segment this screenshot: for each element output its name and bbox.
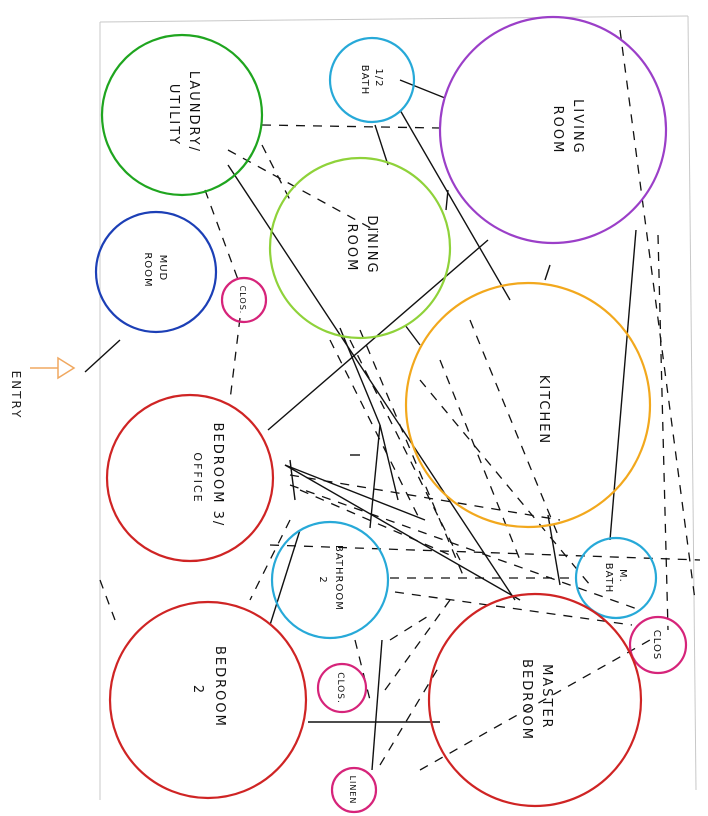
label-bedroom2: BEDROOM 2 [190,646,227,734]
room-bubble-laundry [100,33,264,197]
label-bathroom2-line2: 2 [317,576,328,583]
room-bubble-clos-mud [220,276,268,324]
label-living-line1: LIVING [570,99,585,155]
label-bedroom3-line2: OFFICE [191,452,204,503]
label-bedroom3-line1: BEDROOM 3/ [210,423,225,528]
label-bedroom2-line1: BEDROOM [212,646,227,728]
label-bedroom2-line2: 2 [190,685,205,695]
label-clos-bed2: CLOS. [335,672,345,704]
room-labels: LAUNDRY/ UTILITY 1/2 BATH LIVING ROOM DI… [142,65,662,805]
label-laundry-line1: LAUNDRY/ [186,71,201,153]
label-dining-line1: DINING [364,215,379,274]
room-bubble-bedroom3 [105,393,275,563]
label-half-bath: 1/2 BATH [359,65,384,96]
label-m-bath: M. BATH [603,563,628,594]
label-bathroom2: BATHROOM 2 [317,545,344,615]
label-master-line2: BEDROOM [519,659,534,741]
label-bedroom3: BEDROOM 3/ OFFICE [191,423,225,534]
room-bubble-clos-master [628,615,688,675]
room-bubble-bedroom2 [108,600,308,800]
label-mud: MUD ROOM [142,252,168,287]
room-bubbles [94,15,688,814]
room-bubble-kitchen [404,281,652,529]
label-mud-line2: ROOM [142,252,153,287]
room-bubble-dining [268,156,452,340]
entry-arrow-icon [30,356,76,380]
label-master: MASTER BEDROOM [519,659,554,741]
dashed-adjacency-lines [99,29,701,771]
label-dining: DINING ROOM [344,215,379,280]
label-mud-line1: MUD [157,255,168,282]
room-bubble-clos-bed2 [316,662,368,714]
label-dining-line2: ROOM [344,224,359,273]
label-living: LIVING ROOM [550,99,585,161]
room-bubble-linen [330,766,378,814]
entry-label: ENTRY [9,371,23,420]
room-bubble-living [438,15,668,245]
label-half-bath-line1: 1/2 [373,68,384,87]
room-bubble-bathroom2 [270,520,390,640]
label-living-line2: ROOM [550,106,565,155]
entry-marker: ENTRY [9,356,76,420]
label-linen: LINEN [348,776,357,805]
label-kitchen: KITCHEN [536,375,551,445]
label-clos-master: CLOS [651,630,662,660]
label-laundry-line2: UTILITY [166,84,181,146]
label-bathroom2-line1: BATHROOM [333,545,344,611]
room-bubble-master [427,592,643,808]
label-laundry: LAUNDRY/ UTILITY [166,71,201,159]
room-bubble-m-bath [574,536,658,620]
label-clos-mud: CLOS. [238,286,247,315]
sheet-border [99,15,697,800]
label-m-bath-line2: BATH [603,563,614,594]
room-bubble-half-bath [328,36,416,124]
label-m-bath-line1: M. [617,569,628,583]
room-bubble-mud [94,210,218,334]
label-half-bath-line2: BATH [359,65,370,96]
label-master-line1: MASTER [539,664,554,730]
